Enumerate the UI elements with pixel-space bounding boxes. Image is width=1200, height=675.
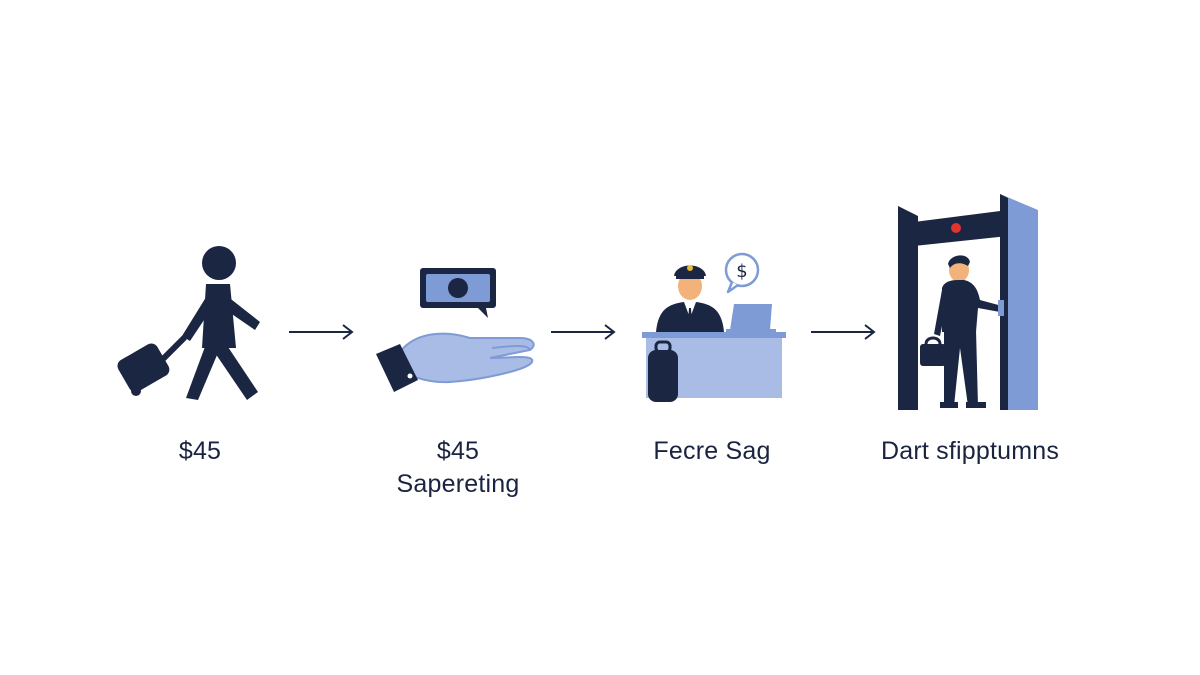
flow-arrow-2 <box>551 324 616 340</box>
security-scanner-icon <box>898 194 1038 410</box>
step-4-line-1: Dart sfipptumns <box>880 437 1060 465</box>
traveler-with-luggage-icon <box>117 246 260 400</box>
step-2-label: $45 Sapereting <box>338 435 578 501</box>
step-3-line-1: Fecre Sag <box>653 437 771 465</box>
step-4-label: Dart sfipptumns <box>850 435 1090 468</box>
step-3-label: Fecre Sag <box>592 435 832 468</box>
svg-text:$: $ <box>736 261 747 282</box>
step-2-line-1: $45 <box>436 437 480 465</box>
flow-arrow-1 <box>289 324 354 340</box>
step-2-line-2: Sapereting <box>396 470 520 498</box>
flow-arrow-3 <box>811 324 876 340</box>
step-1-label: $45 <box>80 435 320 468</box>
step-1-line-1: $45 <box>178 437 222 465</box>
hand-receiving-money-icon <box>376 268 535 392</box>
airline-counter-agent-icon: $ <box>642 252 786 402</box>
